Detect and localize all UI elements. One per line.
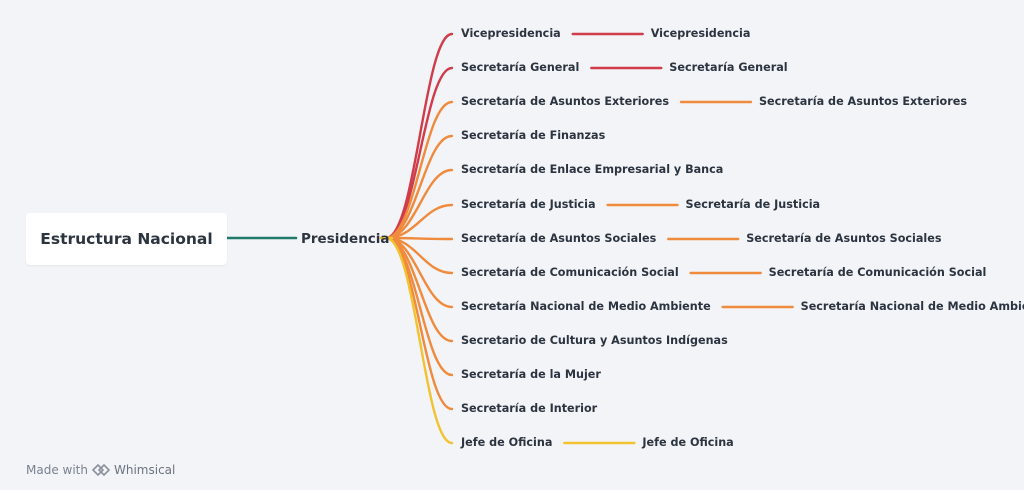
- branch-node[interactable]: Secretaría de Enlace Empresarial y Banca: [461, 163, 724, 176]
- hub-branch-connector: [384, 66, 454, 240]
- branch-node[interactable]: Vicepresidencia: [461, 27, 561, 40]
- hub-node-presidencia[interactable]: Presidencia: [301, 231, 390, 247]
- branch-node[interactable]: Secretaría de Finanzas: [461, 129, 606, 142]
- branch-node[interactable]: Secretario de Cultura y Asuntos Indígena…: [461, 334, 728, 347]
- branch-node[interactable]: Secretaría de Asuntos Sociales: [461, 232, 657, 245]
- hub-branch-connector: [384, 100, 454, 240]
- root-node[interactable]: Estructura Nacional: [26, 213, 227, 265]
- branch-node[interactable]: Secretaría de Asuntos Exteriores: [461, 95, 669, 108]
- footer-attribution[interactable]: Made with Whimsical: [26, 463, 175, 477]
- root-node-label: Estructura Nacional: [40, 230, 213, 248]
- child-node[interactable]: Secretaría General: [669, 61, 788, 74]
- branch-node[interactable]: Secretaría de Comunicación Social: [461, 266, 679, 279]
- branch-node[interactable]: Secretaría General: [461, 61, 580, 74]
- child-node[interactable]: Vicepresidencia: [650, 27, 751, 40]
- child-node[interactable]: Secretaría de Justicia: [685, 198, 821, 211]
- hub-branch-connector: [384, 134, 454, 240]
- footer-brand: Whimsical: [113, 463, 176, 477]
- branch-node[interactable]: Secretaría de Interior: [461, 402, 598, 415]
- branch-node[interactable]: Secretaría de la Mujer: [461, 368, 601, 381]
- hub-node-label: Presidencia: [301, 231, 390, 247]
- child-node[interactable]: Secretaría de Asuntos Exteriores: [758, 95, 967, 108]
- hub-branch-connector: [384, 236, 454, 377]
- hub-branch-connector: [384, 236, 454, 445]
- branch-node[interactable]: Secretaría Nacional de Medio Ambiente: [461, 300, 711, 313]
- footer-prefix: Made with: [26, 463, 88, 477]
- hub-branch-connector: [384, 236, 454, 411]
- branch-node[interactable]: Secretaría de Justicia: [461, 198, 596, 211]
- child-node[interactable]: Secretaría de Asuntos Sociales: [746, 232, 942, 245]
- branch-node[interactable]: Jefe de Oficina: [461, 436, 553, 449]
- hub-branch-connector: [384, 168, 454, 240]
- child-node[interactable]: Jefe de Oficina: [642, 436, 734, 449]
- whimsical-logo-icon: [91, 464, 110, 476]
- child-node[interactable]: Secretaría de Comunicación Social: [768, 266, 987, 279]
- child-node[interactable]: Secretaría Nacional de Medio Ambiente: [800, 300, 1024, 313]
